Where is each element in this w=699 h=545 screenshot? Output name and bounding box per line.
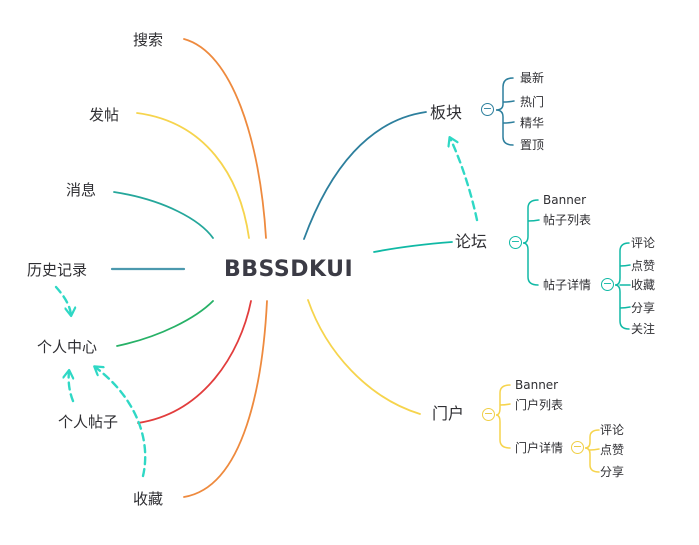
- arrow-my-posts-to-profile: [69, 371, 73, 403]
- node-post-detail-like[interactable]: 点赞: [631, 259, 656, 273]
- node-portal-detail-like[interactable]: 点赞: [600, 443, 625, 457]
- branch-curve-favorites: [183, 300, 268, 498]
- node-favorites[interactable]: 收藏: [133, 490, 164, 508]
- node-sections-hot[interactable]: 热门: [520, 95, 545, 109]
- node-portal-detail-share[interactable]: 分享: [600, 465, 625, 479]
- node-sections-latest[interactable]: 最新: [520, 71, 545, 85]
- branch-curve-search: [183, 38, 267, 239]
- arrow-favorites-to-profile: [95, 367, 147, 478]
- node-portal-detail[interactable]: 门户详情: [515, 441, 564, 455]
- node-history[interactable]: 历史记录: [27, 261, 88, 279]
- node-my-posts[interactable]: 个人帖子: [58, 413, 119, 431]
- collapse-toggle-sections[interactable]: −: [481, 102, 494, 116]
- node-post-detail-collect[interactable]: 收藏: [631, 278, 656, 292]
- branch-curve-portal: [307, 299, 421, 415]
- node-post-detail-share[interactable]: 分享: [631, 301, 656, 315]
- bracket-portal-detail: [584, 429, 600, 473]
- relation-arrows: [54, 138, 479, 478]
- root-node[interactable]: BBSSDKUI: [224, 257, 354, 282]
- node-sections-pinned[interactable]: 置顶: [520, 138, 545, 152]
- branch-curve-post: [136, 112, 250, 239]
- node-post-detail-comment[interactable]: 评论: [631, 236, 656, 250]
- node-forum[interactable]: 论坛: [455, 232, 488, 251]
- node-portal-list[interactable]: 门户列表: [515, 398, 564, 412]
- branch-curve-my-posts: [137, 300, 252, 424]
- child-brackets: [495, 77, 631, 473]
- bracket-forum: [522, 199, 540, 286]
- node-post-detail-follow[interactable]: 关注: [631, 322, 656, 336]
- node-portal-banner[interactable]: Banner: [515, 378, 559, 392]
- bracket-sections: [495, 77, 515, 146]
- collapse-toggle-forum[interactable]: −: [509, 235, 522, 249]
- node-portal[interactable]: 门户: [432, 404, 465, 423]
- bracket-portal: [495, 384, 511, 449]
- node-sections[interactable]: 板块: [430, 103, 463, 122]
- node-profile[interactable]: 个人中心: [37, 338, 98, 356]
- bracket-post-detail: [614, 242, 631, 330]
- node-forum-post-detail[interactable]: 帖子详情: [543, 278, 592, 292]
- branch-curves: [110, 38, 453, 498]
- collapse-toggle-portal-detail[interactable]: −: [571, 440, 584, 454]
- node-portal-detail-comment[interactable]: 评论: [600, 423, 625, 437]
- node-sections-digest[interactable]: 精华: [520, 116, 545, 130]
- collapse-toggle-portal[interactable]: −: [482, 407, 495, 421]
- node-post[interactable]: 发帖: [89, 106, 120, 124]
- arrow-forum-to-sections: [450, 138, 479, 222]
- node-search[interactable]: 搜索: [133, 31, 164, 49]
- branch-curve-sections: [303, 111, 427, 240]
- node-message[interactable]: 消息: [66, 181, 97, 199]
- arrow-history-to-profile: [54, 285, 71, 315]
- branch-curve-forum: [373, 241, 453, 253]
- node-forum-post-list[interactable]: 帖子列表: [543, 213, 592, 227]
- node-forum-banner[interactable]: Banner: [543, 193, 587, 207]
- collapse-toggle-post-detail[interactable]: −: [601, 277, 614, 291]
- branch-curve-message: [113, 191, 214, 239]
- branch-curve-profile: [116, 300, 214, 347]
